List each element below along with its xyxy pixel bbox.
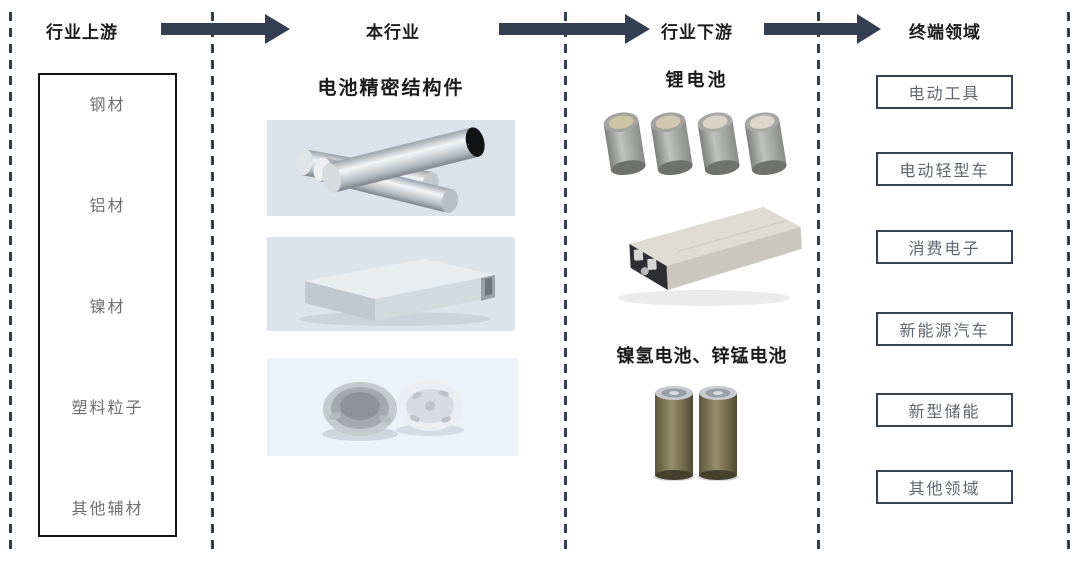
arrow-industry-to-downstream [499,14,650,44]
upstream-item-nickel: 镍材 [89,299,126,316]
terminal-box-consumer-electronics: 消费电子 [876,230,1013,264]
terminal-label: 其他领域 [908,481,981,498]
upstream-item-other: 其他辅材 [71,501,144,518]
prismatic-lithium-cell-photo [618,206,802,306]
terminal-box-new-energy-storage: 新型储能 [876,393,1013,427]
nimh-zinc-manganese-batteries-photo [653,386,739,481]
dashed-divider-1 [211,12,214,552]
upstream-item-steel: 钢材 [89,97,126,114]
downstream-group-nimh-title: 镍氢电池、锌锰电池 [616,346,788,366]
terminal-box-power-tools: 电动工具 [876,75,1013,109]
industry-title: 电池精密结构件 [317,78,465,99]
upstream-item-aluminum: 铝材 [89,198,126,215]
aluminum-prismatic-case-photo [267,237,515,331]
header-industry: 本行业 [366,23,420,42]
cylindrical-lithium-batteries-photo [603,112,787,176]
arrow-downstream-to-terminal [764,14,881,44]
terminal-box-electric-light-vehicles: 电动轻型车 [876,152,1013,186]
downstream-group-lithium-title: 锂电池 [665,70,729,90]
terminal-label: 新能源汽车 [899,323,990,340]
terminal-label: 电动轻型车 [899,163,990,180]
terminal-box-other-fields: 其他领域 [876,470,1013,504]
terminal-label: 消费电子 [908,241,981,258]
upstream-item-plastic: 塑料粒子 [71,400,144,417]
terminal-label: 新型储能 [908,404,981,421]
header-downstream: 行业下游 [661,23,733,42]
terminal-box-new-energy-vehicles: 新能源汽车 [876,312,1013,346]
battery-cover-plates-photo [267,358,518,456]
upstream-materials-box: 钢材 铝材 镍材 塑料粒子 其他辅材 [38,73,177,537]
dashed-divider-3 [817,12,820,552]
header-upstream: 行业上游 [46,23,118,42]
header-terminal: 终端领域 [909,23,981,42]
dashed-divider-2 [564,12,567,552]
steel-shell-cylinders-photo [267,120,515,216]
dashed-divider-left-edge [9,12,12,552]
dashed-divider-right-edge [1067,12,1070,552]
terminal-label: 电动工具 [908,86,981,103]
arrow-upstream-to-industry [161,14,290,44]
